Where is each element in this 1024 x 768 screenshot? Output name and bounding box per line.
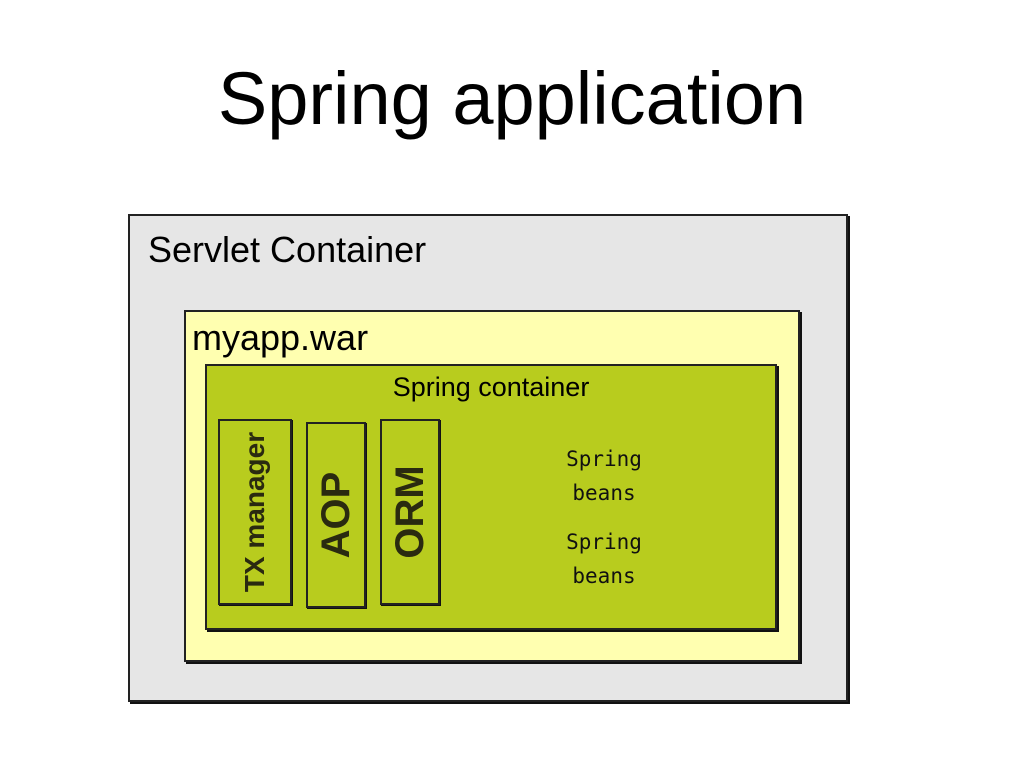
- spring-beans-label-1: Spring beans: [544, 442, 664, 510]
- spring-container-box: Spring container: [205, 364, 777, 630]
- module-tx-manager: TX manager: [218, 419, 292, 605]
- spring-beans-1-line2: beans: [572, 481, 636, 505]
- spring-beans-2-line2: beans: [572, 564, 636, 588]
- spring-beans-2-line1: Spring: [566, 530, 642, 554]
- module-orm-label: ORM: [388, 465, 432, 559]
- war-label: myapp.war: [192, 317, 369, 358]
- slide-title: Spring application: [217, 57, 807, 140]
- module-orm: ORM: [380, 419, 440, 605]
- spring-container-label-wrap: Spring container: [207, 374, 775, 401]
- module-aop-label: AOP: [314, 471, 358, 559]
- spring-beans-1-line1: Spring: [566, 447, 642, 471]
- spring-beans-label-2: Spring beans: [544, 525, 664, 593]
- module-aop: AOP: [306, 422, 366, 608]
- module-tx-manager-label: TX manager: [239, 431, 270, 593]
- servlet-container-label: Servlet Container: [148, 229, 427, 270]
- spring-container-label: Spring container: [392, 372, 590, 402]
